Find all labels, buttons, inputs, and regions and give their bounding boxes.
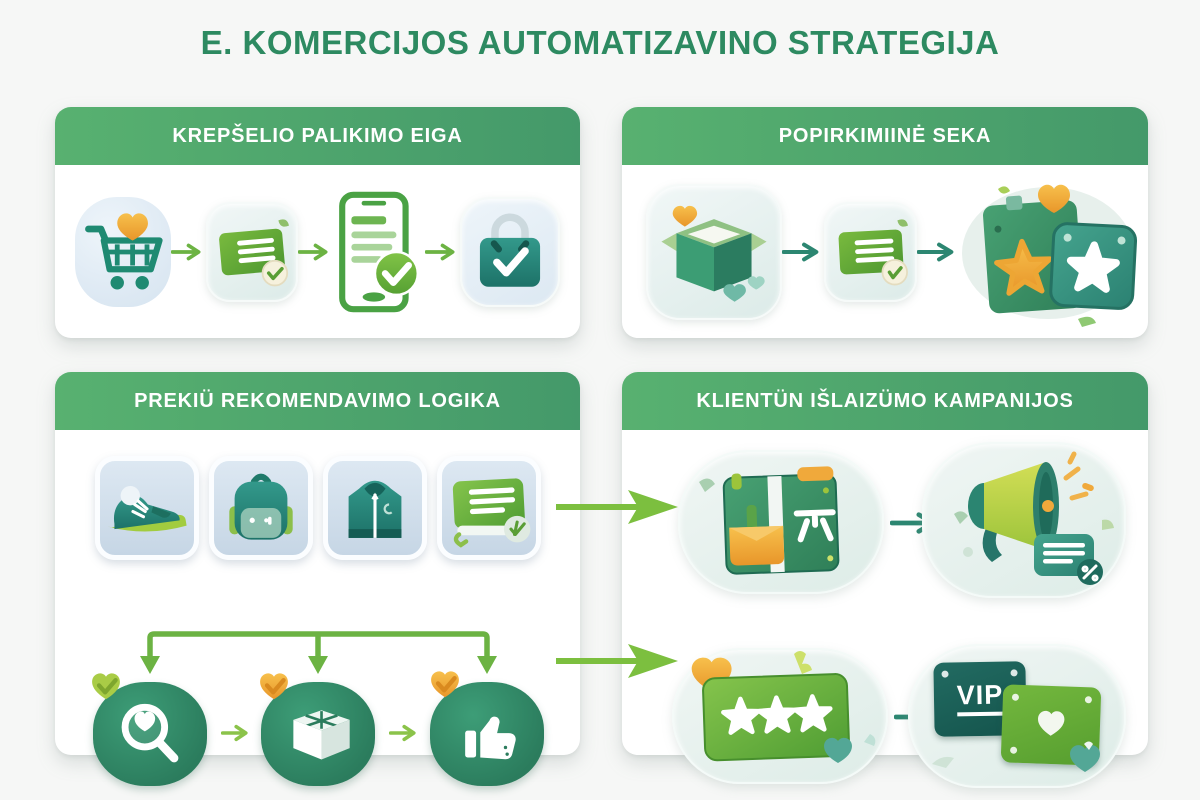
panel-post-purchase: POPIRKIMIINĖ SEKA bbox=[622, 107, 1148, 338]
panel-header-retention: KLIENTÜN IŠLAIZÜMO KAMPANIJOS bbox=[622, 372, 1148, 430]
thumbs-up-glyph bbox=[465, 716, 516, 760]
thumbs-up-icon bbox=[430, 671, 544, 786]
arrow-right-icon bbox=[389, 724, 416, 742]
gift-voucher-icon bbox=[678, 450, 884, 594]
panel-body-cart-abandonment bbox=[55, 165, 580, 338]
check-badge-icon bbox=[92, 673, 120, 700]
product-tile-sneaker bbox=[94, 456, 199, 560]
email-message-icon bbox=[205, 201, 299, 302]
panel-header-post-purchase: POPIRKIMIINĖ SEKA bbox=[622, 107, 1148, 165]
rating-card-icon bbox=[672, 648, 888, 784]
browse-favorites-icon bbox=[92, 673, 207, 786]
delivered-package-icon bbox=[646, 183, 782, 320]
arrow-right-icon bbox=[171, 243, 201, 260]
gift-voucher-glyph bbox=[699, 466, 840, 575]
arrow-right-icon bbox=[221, 724, 248, 742]
phone-confirmation-icon bbox=[333, 189, 425, 315]
phone-confirmation-glyph bbox=[339, 191, 420, 312]
panel-body-post-purchase bbox=[622, 165, 1148, 338]
check-badge-icon bbox=[260, 673, 288, 700]
arrow-right-icon bbox=[298, 243, 328, 260]
panel-title-recommendations: PREKIÜ REKOMENDAVIMO LOGIKA bbox=[134, 389, 501, 412]
arrow-right-icon bbox=[917, 242, 954, 261]
panel-header-cart-abandonment: KREPŠELIO PALIKIMO EIGA bbox=[55, 107, 580, 165]
loyalty-card bbox=[1000, 684, 1102, 766]
panel-title-retention: KLIENTÜN IŠLAIZÜMO KAMPANIJOS bbox=[696, 389, 1074, 412]
branch-connector bbox=[140, 631, 497, 674]
recommendation-message-icon bbox=[452, 478, 530, 548]
panel-body-retention: VIP bbox=[622, 430, 1148, 788]
email-message-glyph bbox=[219, 218, 290, 286]
package-icon bbox=[260, 673, 375, 786]
post-purchase-flow-row bbox=[622, 165, 1148, 338]
email-message-icon bbox=[824, 201, 918, 302]
page-title: E. KOMERCIJOS AUTOMATIZAVINO STRATEGIJA bbox=[200, 24, 1000, 61]
vip-loyalty-cards-icon: VIP bbox=[908, 644, 1126, 788]
review-stars-glyph bbox=[982, 184, 1137, 327]
rating-card-glyph bbox=[691, 651, 876, 763]
purchase-bag-icon bbox=[460, 196, 560, 307]
hoodie-icon bbox=[348, 480, 401, 538]
panel-title-cart-abandonment: KREPŠELIO PALIKIMO EIGA bbox=[172, 124, 463, 147]
search-heart-glyph bbox=[121, 703, 179, 763]
product-tile-row bbox=[55, 456, 580, 560]
backpack-icon bbox=[228, 473, 293, 540]
sneaker-icon bbox=[106, 486, 187, 532]
product-tile-hoodie bbox=[322, 456, 427, 560]
arrow-right-icon bbox=[425, 243, 455, 260]
announcement-megaphone-icon bbox=[922, 442, 1126, 598]
purchase-bag-glyph bbox=[480, 213, 541, 287]
panel-body-recommendations bbox=[55, 430, 580, 786]
arrow-right-icon bbox=[782, 242, 819, 261]
product-tile-message bbox=[436, 456, 541, 560]
heart-icon bbox=[1037, 710, 1065, 736]
panel-retention: KLIENTÜN IŠLAIZÜMO KAMPANIJOS bbox=[622, 372, 1148, 788]
vip-label: VIP bbox=[956, 680, 1004, 717]
leaf-deco-icon bbox=[932, 756, 954, 768]
check-badge-icon bbox=[431, 671, 459, 698]
cart-flow-row bbox=[55, 165, 580, 338]
review-stars-icon bbox=[960, 177, 1137, 327]
vip-cards-wrap: VIP bbox=[910, 646, 1124, 786]
megaphone-glyph bbox=[954, 451, 1114, 585]
product-tile-backpack bbox=[208, 456, 313, 560]
delivered-package-glyph bbox=[661, 205, 767, 302]
email-message-glyph bbox=[838, 218, 908, 285]
panel-cart-abandonment: KREPŠELIO PALIKIMO EIGA bbox=[55, 107, 580, 338]
flow-arrow-recommendations-to-retention-2 bbox=[556, 644, 678, 678]
package-glyph bbox=[293, 710, 350, 760]
shopping-cart-icon bbox=[75, 196, 171, 307]
heart-deco-icon bbox=[1070, 741, 1100, 772]
flow-arrow-recommendations-to-retention-1 bbox=[556, 490, 678, 524]
panel-title-post-purchase: POPIRKIMIINĖ SEKA bbox=[778, 124, 992, 147]
panel-header-recommendations: PREKIÜ REKOMENDAVIMO LOGIKA bbox=[55, 372, 580, 430]
panel-recommendations: PREKIÜ REKOMENDAVIMO LOGIKA bbox=[55, 372, 580, 786]
shopping-cart-glyph bbox=[85, 212, 163, 289]
